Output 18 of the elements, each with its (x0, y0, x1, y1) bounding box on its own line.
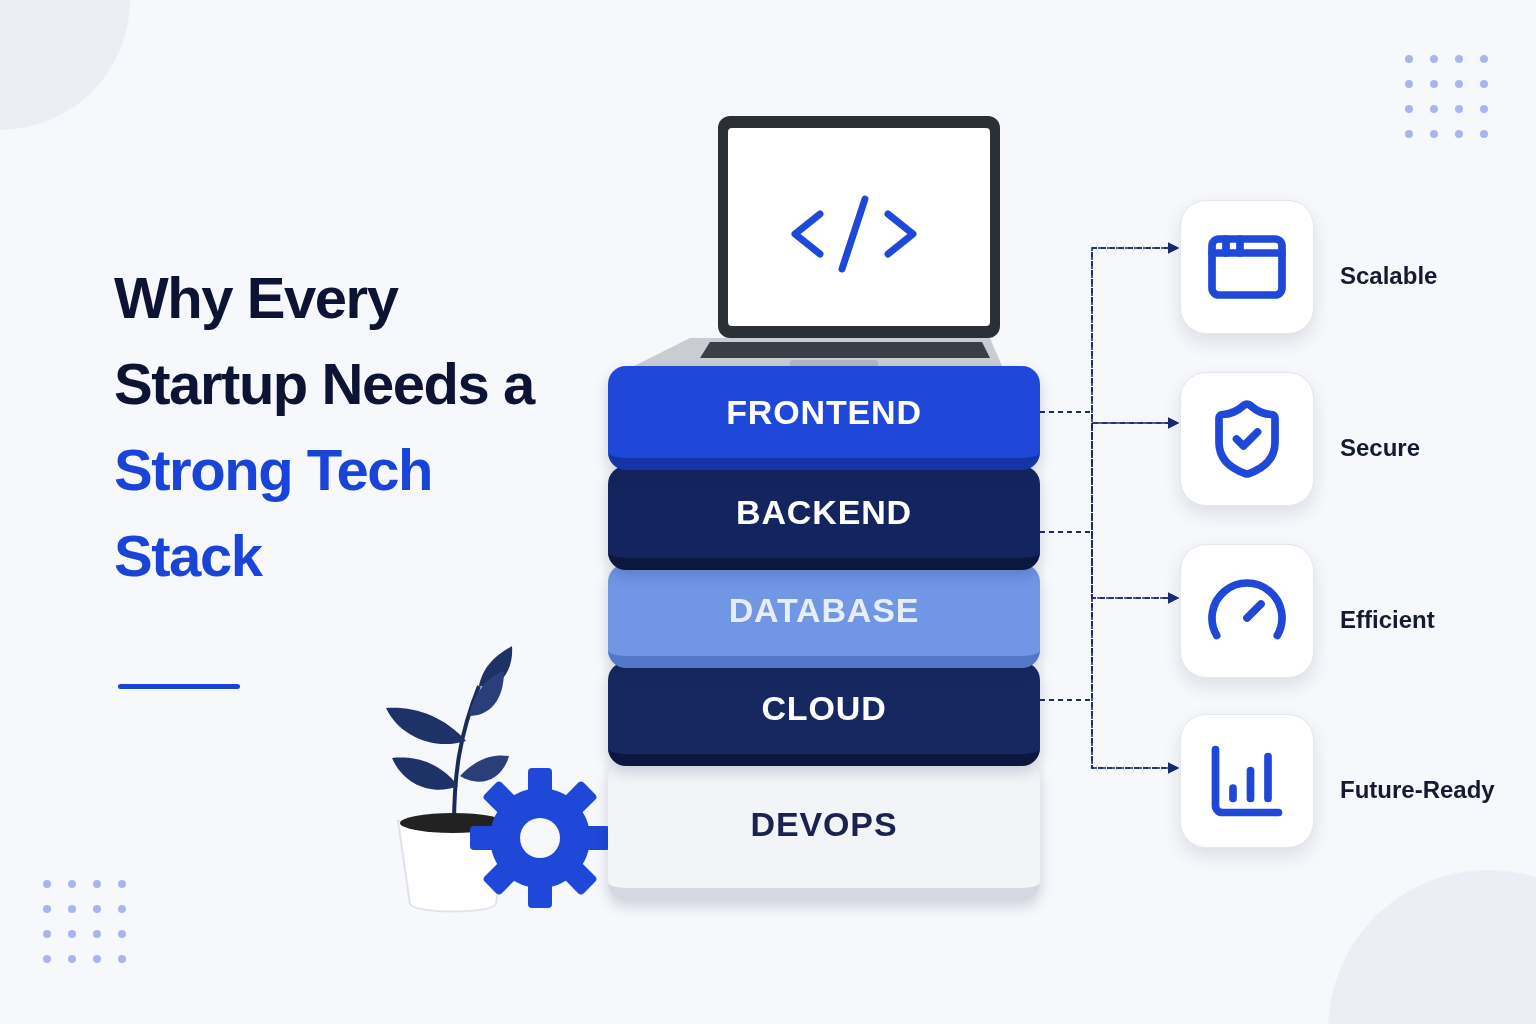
icon-card (1180, 200, 1314, 334)
icon-card (1180, 544, 1314, 678)
layer-label: CLOUD (761, 687, 887, 729)
layer-label: DATABASE (728, 589, 920, 631)
feature-label: Efficient (1340, 605, 1435, 635)
feature-label: Secure (1340, 433, 1421, 463)
feature-label: Scalable (1340, 261, 1438, 291)
layer-label: BACKEND (736, 491, 912, 533)
layer-label: DEVOPS (750, 803, 898, 845)
stack-layer (608, 366, 1040, 470)
stack-layer (608, 466, 1040, 570)
feature-label: Future-Ready (1340, 775, 1495, 805)
icon-card (1180, 714, 1314, 848)
layer-label: FRONTEND (726, 391, 922, 433)
dashed-arrow (1039, 699, 1180, 774)
title: Why Every Startup Needs a (114, 264, 536, 418)
icon-card (1180, 372, 1314, 506)
title-highlight: Strong Tech Stack (114, 436, 434, 590)
